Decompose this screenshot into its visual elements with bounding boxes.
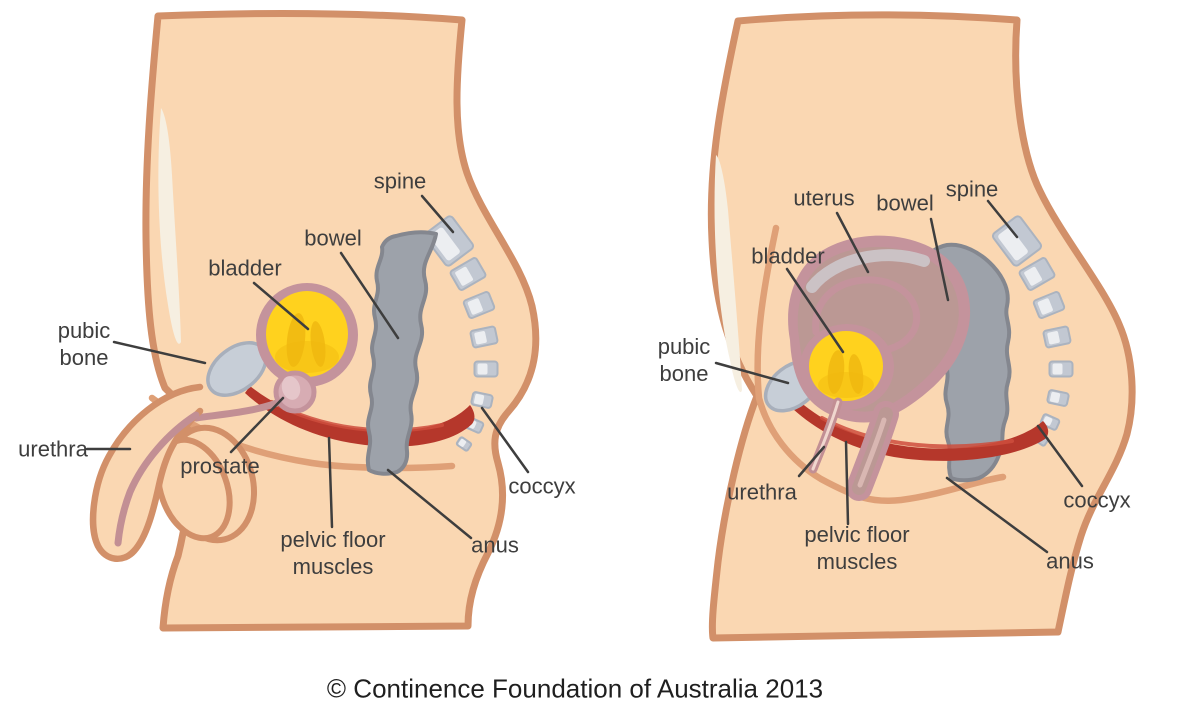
- leader-female-pelvic-floor: [844, 440, 850, 526]
- male-figure: [89, 9, 540, 632]
- label-male-bowel: bowel: [304, 225, 362, 251]
- label-female-spine: spine: [945, 176, 999, 202]
- male-urethra-penile: [114, 411, 200, 547]
- label-female-coccyx: coccyx: [1063, 487, 1131, 513]
- copyright-notice: © Continence Foundation of Australia 201…: [326, 673, 824, 704]
- leader-male-bladder: [252, 281, 310, 331]
- label-male-pelvic-floor: pelvic floor muscles: [280, 526, 386, 579]
- leader-male-spine: [420, 194, 455, 234]
- leader-male-prostate: [229, 396, 285, 454]
- leader-female-spine: [986, 199, 1019, 239]
- female-bladder: [800, 324, 894, 410]
- female-skin-highlight: [714, 155, 742, 393]
- label-female-anus: anus: [1046, 548, 1094, 574]
- male-skin-highlight: [158, 108, 181, 344]
- female-urethra: [808, 397, 843, 474]
- leader-male-anus: [386, 468, 473, 540]
- leader-female-bladder: [785, 267, 845, 354]
- leader-female-bowel: [929, 217, 950, 302]
- label-male-spine: spine: [373, 168, 427, 194]
- leader-female-urethra: [797, 445, 826, 478]
- male-bowel: [365, 230, 438, 476]
- male-bladder: [256, 283, 358, 396]
- label-female-urethra: urethra: [727, 479, 797, 505]
- male-prostate: [273, 370, 317, 414]
- label-female-uterus: uterus: [793, 185, 855, 211]
- leader-female-uterus: [835, 211, 870, 274]
- label-female-pelvic-floor: pelvic floor muscles: [804, 521, 910, 574]
- label-male-bladder: bladder: [208, 255, 282, 281]
- female-vagina: [846, 401, 899, 501]
- leader-male-bowel: [339, 251, 400, 340]
- label-female-bowel: bowel: [876, 190, 934, 216]
- label-female-pubic-bone: pubic bone: [657, 333, 711, 386]
- leader-lines: [85, 194, 1084, 554]
- leader-female-pubic-bone: [714, 361, 790, 385]
- leader-male-pubic-bone: [112, 340, 207, 365]
- leader-female-anus: [945, 476, 1049, 554]
- male-penis-outline: [89, 383, 204, 562]
- label-male-anus: anus: [471, 532, 519, 558]
- label-male-pubic-bone: pubic bone: [57, 317, 111, 370]
- leader-male-coccyx: [480, 406, 530, 474]
- label-male-urethra: urethra: [18, 436, 88, 462]
- label-male-coccyx: coccyx: [508, 473, 576, 499]
- female-hip-crease: [754, 224, 1007, 505]
- female-figure: [707, 11, 1136, 642]
- female-muscle-highlight: [820, 416, 1014, 449]
- leader-male-pelvic-floor: [327, 436, 334, 529]
- leader-female-coccyx: [1036, 424, 1084, 488]
- male-pelvic-floor-muscle: [245, 386, 475, 447]
- label-female-bladder: bladder: [751, 243, 825, 269]
- label-male-prostate: prostate: [180, 453, 260, 479]
- male-spine: [423, 215, 499, 452]
